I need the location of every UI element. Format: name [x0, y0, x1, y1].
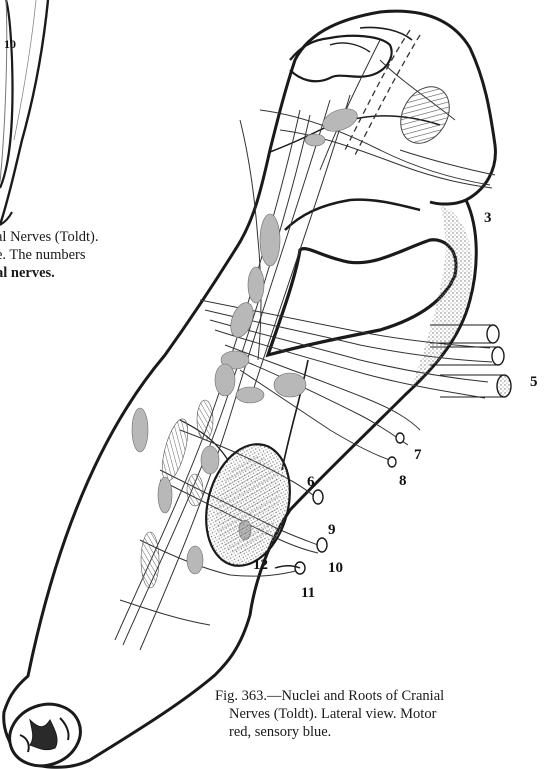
- label-nerve-12: 12: [253, 557, 268, 573]
- figure-caption-line-3: red, sensory blue.: [229, 723, 331, 741]
- previous-caption-line-1: al Nerves (Toldt).: [0, 228, 98, 246]
- figure-caption-line-1: Fig. 363.—Nuclei and Roots of Cranial: [215, 687, 444, 705]
- label-prev-figure-10: 10: [4, 37, 16, 51]
- spinal-cord-section: [1, 694, 89, 769]
- label-nerve-5: 5: [530, 374, 538, 390]
- nerve-roots: [275, 325, 511, 574]
- label-nerve-6: 6: [307, 474, 315, 490]
- label-nerve-3: 3: [484, 210, 492, 226]
- previous-caption-line-3: al nerves.: [0, 264, 55, 282]
- figure-caption-line-2: Nerves (Toldt). Lateral view. Motor: [229, 705, 436, 723]
- previous-figure-fragment: [0, 0, 48, 225]
- stippled-region: [410, 205, 472, 390]
- label-nerve-10: 10: [328, 560, 343, 576]
- label-nerve-7: 7: [414, 447, 422, 463]
- label-nerve-8: 8: [399, 473, 407, 489]
- label-nerve-9: 9: [328, 522, 336, 538]
- previous-caption-line-2: e. The numbers: [0, 246, 86, 264]
- label-nerve-11: 11: [301, 585, 315, 601]
